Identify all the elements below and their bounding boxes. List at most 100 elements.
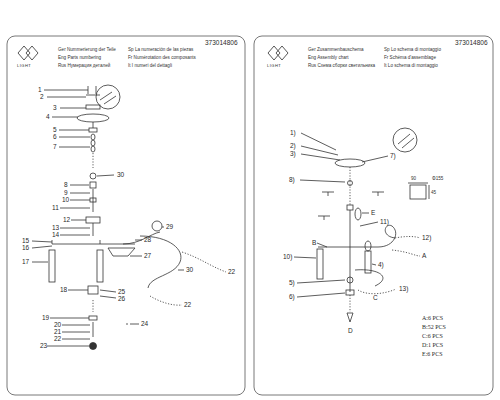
exploded-parts [97, 250, 103, 282]
assembled-chandelier [395, 237, 420, 239]
model-number: 373014806 [455, 40, 488, 47]
parts-count: A:6 PCS [422, 315, 443, 321]
header-line: It Lo schema di montaggio [384, 64, 438, 69]
exploded-parts [52, 117, 78, 118]
assembled-chandelier [358, 289, 396, 294]
assembled-chandelier [372, 264, 376, 265]
exploded-parts [91, 140, 95, 146]
page-card [7, 36, 245, 395]
part-letter: A [422, 253, 426, 260]
assembled-chandelier [346, 290, 354, 295]
callout-number: 6) [289, 294, 295, 301]
assembled-chandelier [301, 146, 338, 155]
exploded-parts [130, 324, 139, 325]
assembled-chandelier [335, 159, 365, 167]
exploded-parts [123, 232, 160, 244]
exploded-parts [88, 286, 98, 294]
brand-logo [268, 46, 288, 60]
exploded-parts [90, 343, 97, 350]
assembled-chandelier [301, 154, 340, 160]
callout-number: 20 [54, 322, 61, 329]
exploded-parts [96, 85, 120, 109]
exploded-parts [140, 236, 181, 288]
callout-number: 29 [166, 224, 173, 231]
brand-name: LIGHT [267, 64, 281, 68]
exploded-parts [126, 324, 128, 325]
dimension: Φ155 [432, 177, 443, 182]
assembled-chandelier [365, 241, 371, 251]
exploded-parts [71, 220, 86, 221]
exploded-parts [60, 235, 90, 236]
assembled-chandelier [294, 257, 316, 258]
exploded-parts [52, 244, 135, 245]
callout-number: 2 [40, 94, 44, 101]
assembled-chandelier [378, 225, 396, 247]
exploded-parts [93, 189, 94, 212]
callout-number: 6 [53, 134, 57, 141]
callout-number: 5) [289, 280, 295, 287]
header-line: Eng Assembly chart [308, 56, 349, 61]
callout-number: 1 [38, 87, 42, 94]
exploded-parts [135, 240, 142, 241]
page-card [254, 36, 493, 395]
header-line: Eng Parts numbering [58, 56, 101, 61]
exploded-parts [52, 240, 100, 244]
exploded-parts [47, 346, 89, 347]
dimension: 45 [431, 191, 436, 196]
exploded-parts [89, 316, 97, 320]
exploded-parts [32, 241, 52, 242]
header-line: Rus Нумерация деталей [58, 64, 110, 69]
callout-number: 11 [52, 205, 59, 212]
exploded-parts [90, 182, 96, 188]
exploded-parts [59, 130, 89, 131]
exploded-parts [86, 105, 100, 109]
assembled-chandelier [297, 280, 345, 283]
callout-number: 8) [289, 177, 295, 184]
callout-number: 7 [53, 144, 57, 151]
brand-name: LIGHT [17, 64, 31, 68]
callout-number: 24 [141, 321, 148, 328]
header-line: Ger Zusammenbauschema [308, 48, 364, 53]
callout-number: 12 [63, 217, 70, 224]
exploded-parts [70, 193, 90, 194]
exploded-parts [108, 248, 135, 256]
callout-number: 2) [290, 143, 296, 150]
callout-number: 8 [64, 182, 68, 189]
assembled-chandelier [322, 192, 384, 196]
callout-number: 5 [53, 127, 57, 134]
callout-number: 15 [22, 238, 29, 245]
assembled-chandelier [348, 181, 353, 186]
exploded-parts [91, 134, 95, 140]
assembled-chandelier [362, 156, 388, 162]
header-line: Fr Numérotation des composants [128, 56, 196, 61]
callout-number: 4) [378, 262, 384, 269]
assembled-chandelier [347, 313, 353, 322]
header-line: Fr Schéma d'assemblage [384, 56, 436, 61]
exploded-parts [130, 256, 142, 257]
callout-number: 22 [184, 302, 191, 309]
exploded-parts [70, 185, 89, 186]
exploded-parts [178, 270, 184, 271]
assembled-chandelier [300, 180, 345, 182]
assembled-chandelier [392, 250, 420, 256]
exploded-parts [32, 246, 52, 248]
assembled-chandelier [317, 249, 323, 279]
exploded-parts [100, 290, 116, 298]
callout-number: 11) [380, 219, 389, 226]
assembled-chandelier [347, 277, 353, 283]
model-number: 373014806 [205, 40, 238, 47]
exploded-parts [62, 339, 90, 340]
exploded-parts [62, 332, 90, 333]
exploded-parts [44, 90, 88, 91]
assembled-chandelier [317, 243, 327, 247]
header-line: Rus Схема сборки светильника [308, 64, 375, 69]
exploded-parts [93, 300, 94, 312]
callout-number: 28 [144, 237, 151, 244]
callout-number: 13 [52, 225, 59, 232]
exploded-parts [162, 227, 164, 228]
exploded-parts [59, 147, 90, 148]
exploded-parts [60, 228, 90, 229]
assembled-chandelier [410, 185, 426, 199]
